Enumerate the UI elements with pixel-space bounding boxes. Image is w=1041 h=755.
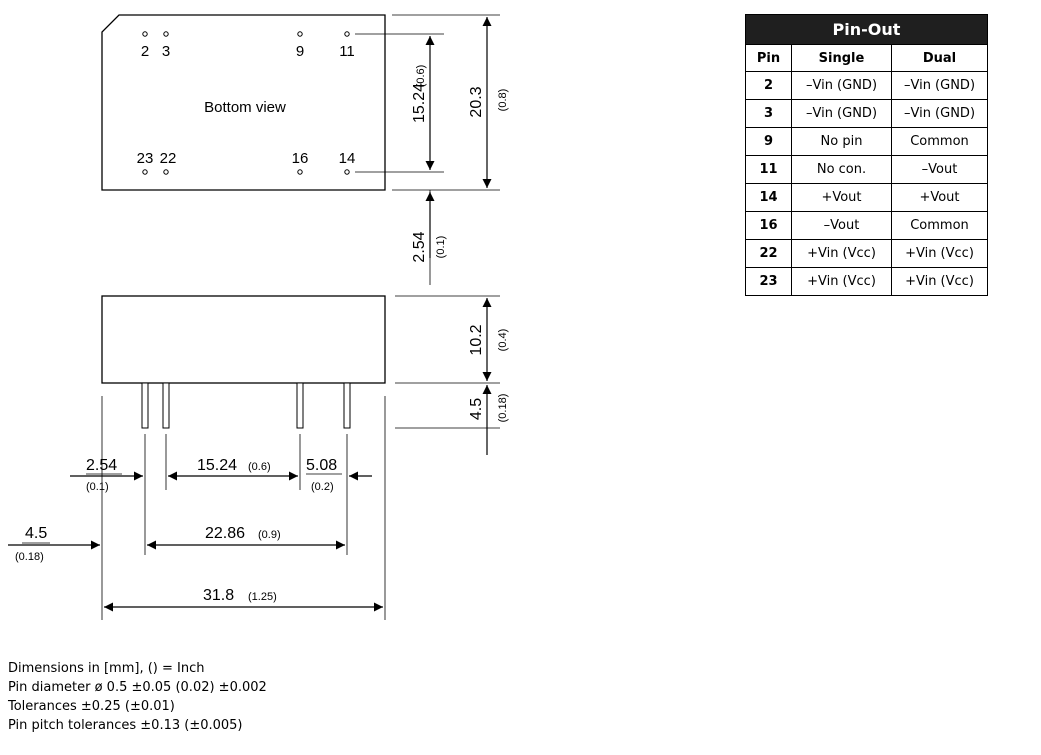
- single-cell: +Vout: [791, 183, 892, 212]
- dim-pin-rows-mm: 15.24: [411, 83, 428, 123]
- pin-side-4: [343, 382, 351, 429]
- dual-cell: Common: [891, 211, 988, 240]
- pin-hole-11: [344, 31, 350, 37]
- dim-length-mm: 31.8: [203, 587, 234, 604]
- pin-side-3: [296, 382, 304, 429]
- dual-cell: –Vin (GND): [891, 71, 988, 100]
- table-row: 16 –Vout Common: [745, 211, 988, 240]
- pin-label-23: 23: [137, 150, 154, 167]
- pin-side-1: [141, 382, 149, 429]
- pin-cell: 22: [745, 239, 792, 268]
- table-row: 14 +Vout +Vout: [745, 183, 988, 212]
- dim-pin-len-in: (0.18): [497, 394, 509, 423]
- single-cell: No con.: [791, 155, 892, 184]
- bottom-view: [101, 14, 386, 191]
- pinout-header-pin: Pin: [745, 44, 792, 72]
- module-body-side-view: [101, 295, 386, 384]
- note-dimensions-unit: Dimensions in [mm], () = Inch: [8, 661, 205, 676]
- pin-label-16: 16: [292, 150, 309, 167]
- dim-pin-len-mm: 4.5: [468, 398, 485, 420]
- single-cell: –Vin (GND): [791, 99, 892, 128]
- dim-offset-in: (0.1): [435, 236, 447, 259]
- pin-cell: 23: [745, 267, 792, 296]
- single-cell: No pin: [791, 127, 892, 156]
- pinout-table: Pin-Out Pin Single Dual 2 –Vin (GND) –Vi…: [745, 14, 988, 296]
- pinout-title: Pin-Out: [745, 14, 988, 45]
- dim-pin-rows-in: (0.6): [415, 65, 427, 88]
- dim-span-mm: 22.86: [205, 525, 245, 542]
- pin-cell: 2: [745, 71, 792, 100]
- single-cell: –Vin (GND): [791, 71, 892, 100]
- dim-pitch-in: (0.6): [248, 461, 271, 473]
- dual-cell: –Vin (GND): [891, 99, 988, 128]
- table-row: 23 +Vin (Vcc) +Vin (Vcc): [745, 267, 988, 296]
- dual-cell: Common: [891, 127, 988, 156]
- pin-hole-23: [142, 169, 148, 175]
- table-row: 2 –Vin (GND) –Vin (GND): [745, 71, 988, 100]
- dim-height-in: (0.8): [497, 89, 509, 112]
- pin-hole-22: [163, 169, 169, 175]
- dual-cell: +Vin (Vcc): [891, 267, 988, 296]
- notes: Dimensions in [mm], () = Inch Pin diamet…: [8, 659, 267, 735]
- pin-holes: [142, 31, 350, 175]
- dim-left-mm: 4.5: [25, 525, 47, 542]
- pin-cell: 9: [745, 127, 792, 156]
- pin-cell: 16: [745, 211, 792, 240]
- pin-label-11: 11: [339, 43, 355, 60]
- dim-left-in: (0.18): [15, 551, 44, 563]
- table-row: 3 –Vin (GND) –Vin (GND): [745, 99, 988, 128]
- pin-label-3: 3: [162, 43, 170, 60]
- pin-label-9: 9: [296, 43, 304, 60]
- pin-label-2: 2: [141, 43, 149, 60]
- dim-body-in: (0.4): [497, 329, 509, 352]
- pin-hole-16: [297, 169, 303, 175]
- single-cell: +Vin (Vcc): [791, 267, 892, 296]
- dim-edge-mm: 2.54: [86, 457, 117, 474]
- table-row: 9 No pin Common: [745, 127, 988, 156]
- pin-label-22: 22: [160, 150, 177, 167]
- dual-cell: +Vin (Vcc): [891, 239, 988, 268]
- dim-offset-mm: 2.54: [411, 231, 428, 262]
- note-pin-pitch-tolerances: Pin pitch tolerances ±0.13 (±0.005): [8, 718, 243, 733]
- dim-length-in: (1.25): [248, 591, 277, 603]
- pinout-header-single: Single: [791, 44, 892, 72]
- pin-hole-9: [297, 31, 303, 37]
- note-pin-diameter: Pin diameter ø 0.5 ±0.05 (0.02) ±0.002: [8, 680, 267, 695]
- table-row: 22 +Vin (Vcc) +Vin (Vcc): [745, 239, 988, 268]
- pins-side-view: [141, 382, 351, 429]
- single-cell: –Vout: [791, 211, 892, 240]
- module-outline-bottom-view: [101, 14, 386, 191]
- dim-height-mm: 20.3: [468, 86, 485, 117]
- dim-pitch2-in: (0.2): [311, 481, 334, 493]
- dim-edge-in: (0.1): [86, 481, 109, 493]
- dim-pitch-mm: 15.24: [197, 457, 237, 474]
- dual-cell: +Vout: [891, 183, 988, 212]
- single-cell: +Vin (Vcc): [791, 239, 892, 268]
- bottom-view-label: Bottom view: [204, 99, 286, 116]
- note-tolerances: Tolerances ±0.25 (±0.01): [8, 699, 175, 714]
- pin-cell: 3: [745, 99, 792, 128]
- dual-cell: –Vout: [891, 155, 988, 184]
- pin-hole-3: [163, 31, 169, 37]
- dim-body-mm: 10.2: [468, 324, 485, 355]
- dim-span-in: (0.9): [258, 529, 281, 541]
- dim-pitch2-mm: 5.08: [306, 457, 337, 474]
- pin-cell: 14: [745, 183, 792, 212]
- pin-label-14: 14: [339, 150, 356, 167]
- pinout-header-dual: Dual: [891, 44, 988, 72]
- pin-cell: 11: [745, 155, 792, 184]
- table-row: 11 No con. –Vout: [745, 155, 988, 184]
- pin-hole-2: [142, 31, 148, 37]
- pin-side-2: [162, 382, 170, 429]
- pin-hole-14: [344, 169, 350, 175]
